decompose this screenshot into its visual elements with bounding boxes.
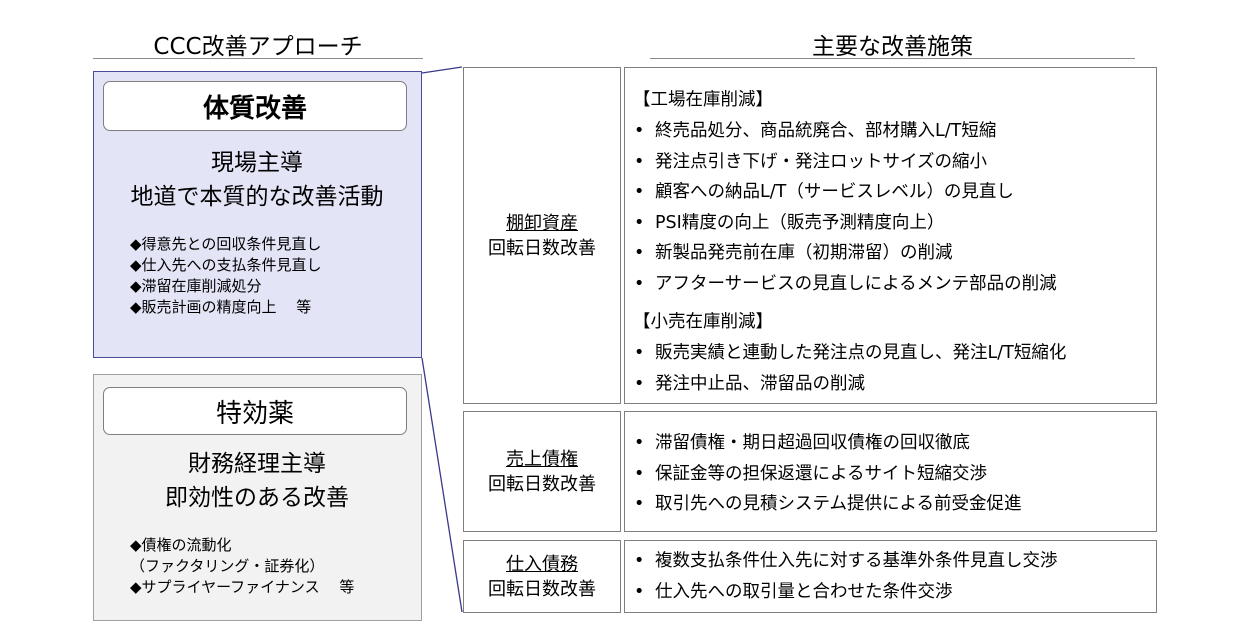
bullet-item: ◆サプライヤーファイナンス 等 (130, 578, 355, 596)
bullet-dot: • (634, 494, 645, 514)
approach-heading: CCC改善アプローチ (153, 34, 363, 60)
category-label: 回転日数改善 (488, 578, 596, 600)
measures-receivables: • 滞留債権・期日超過回収債権の回収徹底 • 保証金等の担保返還によるサイト短縮交渉… (624, 411, 1157, 532)
category-receivables: 売上債権 回転日数改善 (463, 411, 621, 532)
bullet-dot: • (634, 182, 645, 202)
category-payables: 仕入債務 回転日数改善 (463, 540, 621, 613)
measure-item: • 顧客への納品L/T（サービスレベル）の見直し (625, 177, 1156, 208)
bullet-dot: • (634, 212, 645, 233)
bullet-dot: • (634, 243, 645, 263)
approach-heading-rule (93, 58, 423, 59)
approach-title-taishitsu: 体質改善 (103, 81, 407, 131)
measure-item: • 販売実績と連動した発注点の見直し、発注L/T短縮化 (625, 338, 1156, 369)
approach-description-tokkou: 財務経理主導 即効性のある改善 (94, 447, 420, 515)
measure-item: • PSI精度の向上（販売予測精度向上） (625, 208, 1156, 239)
bullet-item: ◆得意先との回収条件見直し (130, 235, 322, 253)
measure-item: • 複数支払条件仕入先に対する基準外条件見直し交渉 (625, 546, 1156, 577)
bullet-dot: • (634, 121, 645, 141)
bullet-dot: • (634, 273, 645, 294)
bullet-item: （ファクタリング・証券化） (130, 557, 325, 575)
category-inventory: 棚卸資産 回転日数改善 (463, 67, 621, 404)
approach-bullets-tokkou: ◆債権の流動化 （ファクタリング・証券化） ◆サプライヤーファイナンス 等 (130, 535, 354, 598)
description-line: 現場主導 (211, 150, 303, 176)
measure-text: PSI精度の向上（販売予測精度向上） (655, 212, 945, 233)
measure-text: 保証金等の担保返還によるサイト短縮交渉 (655, 463, 987, 484)
measure-text: 終売品処分、商品統廃合、部材購入L/T短縮 (655, 121, 997, 141)
measures-payables: • 複数支払条件仕入先に対する基準外条件見直し交渉 • 仕入先への取引量と合わせた条… (624, 540, 1157, 613)
category-name: 仕入債務 (506, 553, 578, 575)
bullet-item: ◆債権の流動化 (130, 536, 232, 554)
measure-text: 発注点引き下げ・発注ロットサイズの縮小 (655, 151, 987, 172)
description-line: 財務経理主導 (188, 451, 326, 477)
bullet-item: ◆仕入先への支払条件見直し (130, 256, 322, 274)
bullet-item: ◆滞留在庫削減処分 (130, 277, 262, 295)
measure-text: 顧客への納品L/T（サービスレベル）の見直し (655, 182, 1014, 202)
bullet-dot: • (634, 151, 645, 172)
approach-description-taishitsu: 現場主導 地道で本質的な改善活動 (94, 146, 420, 214)
measures-inventory: 【工場在庫削減】 • 終売品処分、商品統廃合、部材購入L/T短縮 • 発注点引き下げ… (624, 67, 1157, 404)
category-label: 回転日数改善 (488, 473, 596, 495)
bullet-item: ◆販売計画の精度向上 等 (130, 298, 312, 316)
bullet-dot: • (634, 581, 645, 602)
measure-item: • 発注点引き下げ・発注ロットサイズの縮小 (625, 147, 1156, 178)
bullet-dot: • (634, 551, 645, 571)
approach-bullets-taishitsu: ◆得意先との回収条件見直し ◆仕入先への支払条件見直し ◆滞留在庫削減処分 ◆販… (130, 234, 322, 318)
measure-item: • 終売品処分、商品統廃合、部材購入L/T短縮 (625, 116, 1156, 147)
measure-text: 取引先への見積システム提供による前受金促進 (655, 494, 1022, 514)
measure-item: • 仕入先への取引量と合わせた条件交渉 (625, 577, 1156, 608)
measure-text: 仕入先への取引量と合わせた条件交渉 (655, 581, 953, 602)
measure-item: • アフターサービスの見直しによるメンテ部品の削減 (625, 269, 1156, 300)
measure-item: • 取引先への見積システム提供による前受金促進 (625, 489, 1156, 520)
measure-item: • 保証金等の担保返還によるサイト短縮交渉 (625, 459, 1156, 490)
description-line: 即効性のある改善 (165, 485, 349, 511)
spacer (625, 299, 1156, 307)
approach-panel-taishitsu: 体質改善 現場主導 地道で本質的な改善活動 ◆得意先との回収条件見直し ◆仕入先… (93, 71, 422, 358)
measures-heading-rule (650, 58, 1135, 59)
bullet-dot: • (634, 463, 645, 484)
bullet-dot: • (634, 433, 645, 453)
description-line: 地道で本質的な改善活動 (130, 184, 384, 210)
measure-text: 複数支払条件仕入先に対する基準外条件見直し交渉 (655, 551, 1058, 571)
category-name: 棚卸資産 (506, 212, 578, 234)
category-label: 回転日数改善 (488, 237, 596, 259)
subheading-factory-inventory: 【工場在庫削減】 (633, 90, 773, 110)
measure-item: • 新製品発売前在庫（初期滞留）の削減 (625, 238, 1156, 269)
measure-text: 販売実績と連動した発注点の見直し、発注L/T短縮化 (655, 343, 1067, 363)
subheading-retail-inventory: 【小売在庫削減】 (633, 312, 773, 332)
measure-text: 新製品発売前在庫（初期滞留）の削減 (655, 243, 953, 263)
measures-heading: 主要な改善施策 (812, 34, 973, 60)
measure-item: • 発注中止品、滞留品の削減 (625, 369, 1156, 400)
approach-panel-tokkou: 特効薬 財務経理主導 即効性のある改善 ◆債権の流動化 （ファクタリング・証券化… (93, 374, 422, 621)
measure-item: • 滞留債権・期日超過回収債権の回収徹底 (625, 428, 1156, 459)
category-name: 売上債権 (506, 448, 578, 470)
bullet-dot: • (634, 373, 645, 394)
measure-text: 滞留債権・期日超過回収債権の回収徹底 (655, 433, 970, 453)
measure-text: 発注中止品、滞留品の削減 (655, 373, 865, 394)
measure-text: アフターサービスの見直しによるメンテ部品の削減 (655, 273, 1057, 294)
bullet-dot: • (634, 343, 645, 363)
approach-title-tokkou: 特効薬 (103, 387, 407, 435)
